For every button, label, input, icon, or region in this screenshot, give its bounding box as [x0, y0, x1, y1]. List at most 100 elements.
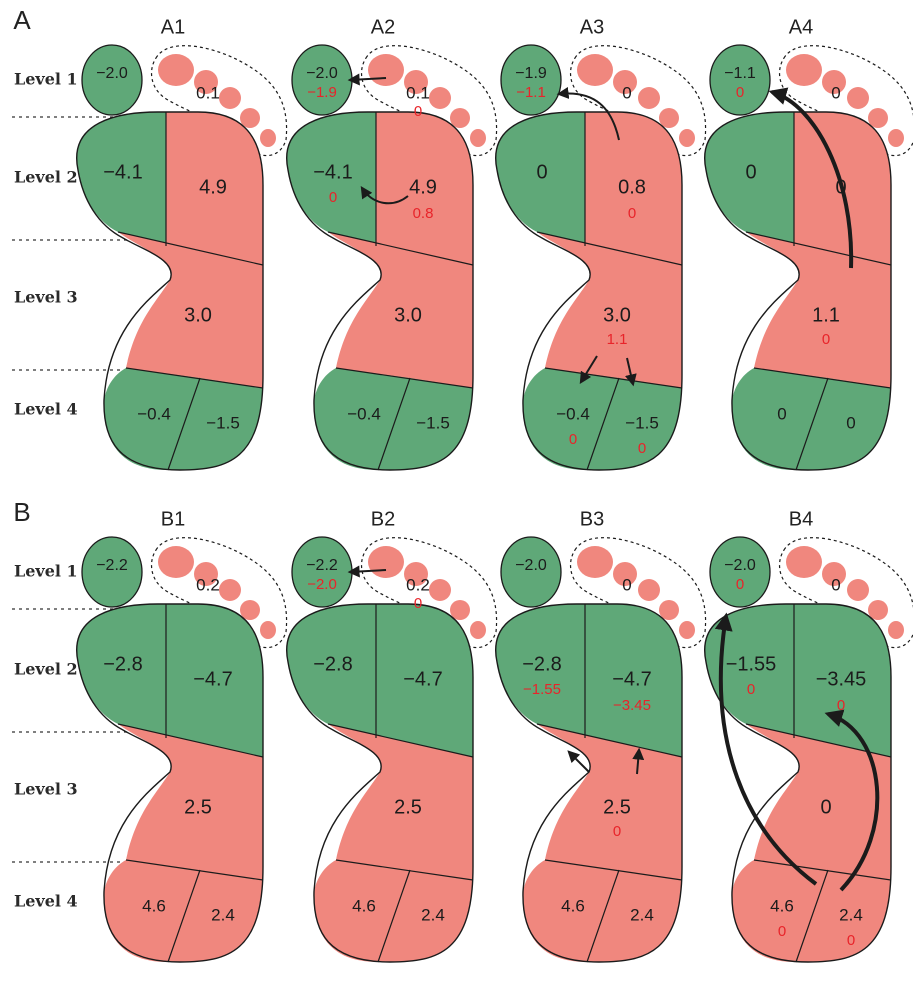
panel-label: A3: [580, 16, 604, 38]
panel-b4: B4−2.000−1.550−3.45004.602.40: [705, 508, 913, 962]
l2a-value: −4.1: [313, 161, 352, 183]
panel-label: A2: [371, 16, 395, 38]
l2a-value: −4.1: [103, 161, 142, 183]
level-label-3: Level 3: [14, 780, 78, 799]
lesser-toe-1: [577, 546, 613, 578]
l4b-new-value: 0: [847, 932, 855, 949]
l2b-new-value: 0: [628, 205, 636, 222]
lesser-toe-5: [679, 621, 695, 639]
panel-label: A1: [161, 16, 185, 38]
toe-value: −1.1: [724, 65, 756, 82]
toe-value: −1.9: [515, 65, 547, 82]
l4b-value: 2.4: [421, 905, 445, 924]
lesser-toe-5: [679, 129, 695, 147]
l4a-value: 0: [777, 404, 786, 423]
lesser-toe-3: [429, 579, 451, 601]
l4b-value: 0: [846, 413, 855, 432]
lesser-toe-3: [219, 87, 241, 109]
section-label-b: B: [13, 497, 30, 527]
l4a-value: 4.6: [142, 896, 166, 915]
l2b-value: −4.7: [403, 668, 442, 690]
l4b-value: −1.5: [206, 413, 240, 432]
toe-value: −2.2: [96, 557, 128, 574]
lesser-toe-1: [786, 54, 822, 86]
toe-new-value: 0: [736, 84, 744, 101]
level-label-1: Level 1: [14, 70, 78, 89]
toe-new-value: −1.9: [307, 84, 337, 101]
level-label-4: Level 4: [14, 400, 78, 419]
lesser-toe-5: [260, 621, 276, 639]
l3-value: 3.0: [603, 304, 631, 326]
toe-value: −2.2: [306, 557, 338, 574]
l3-value: 2.5: [603, 796, 631, 818]
panel-label: B2: [371, 508, 395, 530]
l3-value: 0: [820, 796, 831, 818]
toe-new-value: −1.1: [516, 84, 546, 101]
toes-new-value: 0: [414, 103, 422, 120]
level-label-2: Level 2: [14, 660, 78, 679]
l2b-new-value: 0.8: [413, 205, 434, 222]
panel-a4: A4−1.100001.1000: [705, 16, 913, 470]
toe-value: −2.0: [515, 557, 547, 574]
l2b-new-value: 0: [837, 697, 845, 714]
panel-label: B4: [789, 508, 813, 530]
l3-value: 2.5: [184, 796, 212, 818]
toes-value: 0: [622, 575, 631, 594]
lesser-toe-1: [158, 54, 194, 86]
lesser-toe-3: [847, 579, 869, 601]
l4b-value: −1.5: [416, 413, 450, 432]
toe-new-value: −2.0: [307, 576, 337, 593]
panel-a1: A1−2.00.1−4.14.93.0−0.4−1.5: [77, 16, 287, 470]
toe-value: −2.0: [306, 65, 338, 82]
l4b-new-value: 0: [638, 440, 646, 457]
section-label-a: A: [13, 5, 31, 35]
level-label-4: Level 4: [14, 892, 78, 911]
l2a-new-value: 0: [747, 681, 755, 698]
l2a-value: −2.8: [313, 653, 352, 675]
l4a-value: 4.6: [770, 896, 794, 915]
lesser-toe-3: [638, 579, 660, 601]
lesser-toe-5: [888, 621, 904, 639]
toe-new-value: 0: [736, 576, 744, 593]
l4b-value: 2.4: [839, 905, 863, 924]
l4a-new-value: 0: [569, 431, 577, 448]
level-label-3: Level 3: [14, 288, 78, 307]
l3-new-value: 0: [822, 331, 830, 348]
l4a-value: −0.4: [137, 404, 171, 423]
l2b-new-value: −3.45: [613, 697, 651, 714]
level-label-2: Level 2: [14, 168, 78, 187]
lesser-toe-5: [888, 129, 904, 147]
l2a-value: −2.8: [522, 653, 561, 675]
toes-value: 0.1: [196, 83, 220, 102]
toes-value: 0: [831, 83, 840, 102]
l3-value: 3.0: [394, 304, 422, 326]
toes-new-value: 0: [414, 595, 422, 612]
l2a-new-value: 0: [329, 189, 337, 206]
lesser-toe-5: [470, 621, 486, 639]
lesser-toe-3: [638, 87, 660, 109]
toes-value: 0.2: [406, 575, 430, 594]
l4b-value: −1.5: [625, 413, 659, 432]
panel-b3: B3−2.00−2.8−1.55−4.7−3.452.504.62.4: [496, 508, 706, 962]
l2a-value: 0: [745, 161, 756, 183]
l4b-value: 2.4: [211, 905, 235, 924]
lesser-toe-5: [470, 129, 486, 147]
l3-new-value: 0: [613, 823, 621, 840]
lesser-toe-1: [158, 546, 194, 578]
l4a-value: 4.6: [561, 896, 585, 915]
panel-label: B1: [161, 508, 185, 530]
l3-value: 1.1: [812, 304, 840, 326]
l2b-value: 4.9: [409, 176, 437, 198]
toes-value: 0: [831, 575, 840, 594]
l2b-value: 0.8: [618, 176, 646, 198]
lesser-toe-3: [429, 87, 451, 109]
l4a-new-value: 0: [778, 923, 786, 940]
l4a-value: −0.4: [556, 404, 590, 423]
toes-value: 0: [622, 83, 631, 102]
l2a-value: −2.8: [103, 653, 142, 675]
level-label-1: Level 1: [14, 562, 78, 581]
